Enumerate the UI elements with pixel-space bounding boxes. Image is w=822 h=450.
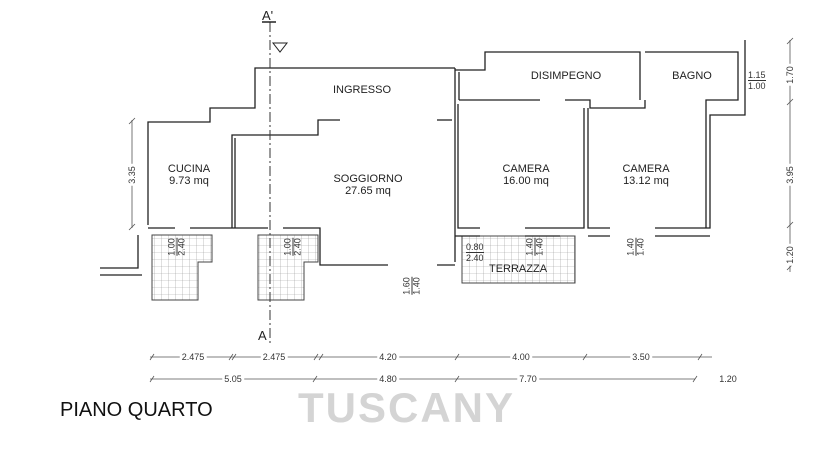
room-disimpegno: DISIMPEGNO <box>531 70 601 82</box>
room-name: INGRESSO <box>332 84 392 96</box>
bottom-dimension: 4.20 <box>377 351 399 363</box>
right-dimension: 1.20 <box>784 244 796 266</box>
opening-height: 1.40 <box>411 277 422 295</box>
watermark: TUSCANY <box>298 384 516 431</box>
bottom-dimension: 2.475 <box>179 351 207 363</box>
walls <box>100 40 746 276</box>
entrance-arrow-icon <box>271 42 289 53</box>
room-name: SOGGIORNO <box>333 173 403 185</box>
plan-title: PIANO QUARTO <box>60 399 213 421</box>
bottom-dimension: 2.475 <box>260 351 288 363</box>
room-name: TERRAZZA <box>488 263 548 275</box>
bottom-dimension: 1.20 <box>717 373 739 385</box>
room-area: 16.00 mq <box>503 175 549 187</box>
room-bagno: BAGNO <box>672 70 712 82</box>
right-dimension: 1.70 <box>784 64 796 86</box>
room-area: 13.12 mq <box>623 175 669 187</box>
room-area: 27.65 mq <box>345 185 391 197</box>
balcony-hatching <box>151 234 576 301</box>
section-line <box>262 21 289 345</box>
opening-height: 2.40 <box>466 253 484 263</box>
room-terrazza: TERRAZZA <box>489 263 547 275</box>
room-name: BAGNO <box>672 70 712 82</box>
opening-width: 1.15 <box>748 70 766 81</box>
opening-height: 2.40 <box>292 238 303 256</box>
room-area: 9.73 mq <box>169 175 209 187</box>
opening-height: 1.40 <box>635 238 646 256</box>
bottom-dimension: 4.00 <box>510 351 532 363</box>
right-dimension: 3.95 <box>784 164 796 186</box>
room-name: CAMERA <box>622 163 670 175</box>
opening-width: 0.80 <box>466 242 484 253</box>
bottom-dimension: 3.50 <box>630 351 652 363</box>
room-name: CUCINA <box>167 163 211 175</box>
bottom-dimension: 5.05 <box>222 373 244 385</box>
bottom-dimension: 4.80 <box>377 373 399 385</box>
dimension-lines <box>128 37 794 383</box>
section-label-bottom: A <box>258 328 267 343</box>
room-name: DISIMPEGNO <box>530 70 602 82</box>
room-ingresso: INGRESSO <box>333 84 391 96</box>
left-dimension: 3.35 <box>126 164 138 186</box>
section-label-top: A' <box>262 8 274 23</box>
opening-height: 1.00 <box>748 81 766 91</box>
opening-height: 2.40 <box>176 238 187 256</box>
opening-height: 1.40 <box>534 238 545 256</box>
room-name: CAMERA <box>502 163 550 175</box>
bottom-dimension: 7.70 <box>517 373 539 385</box>
